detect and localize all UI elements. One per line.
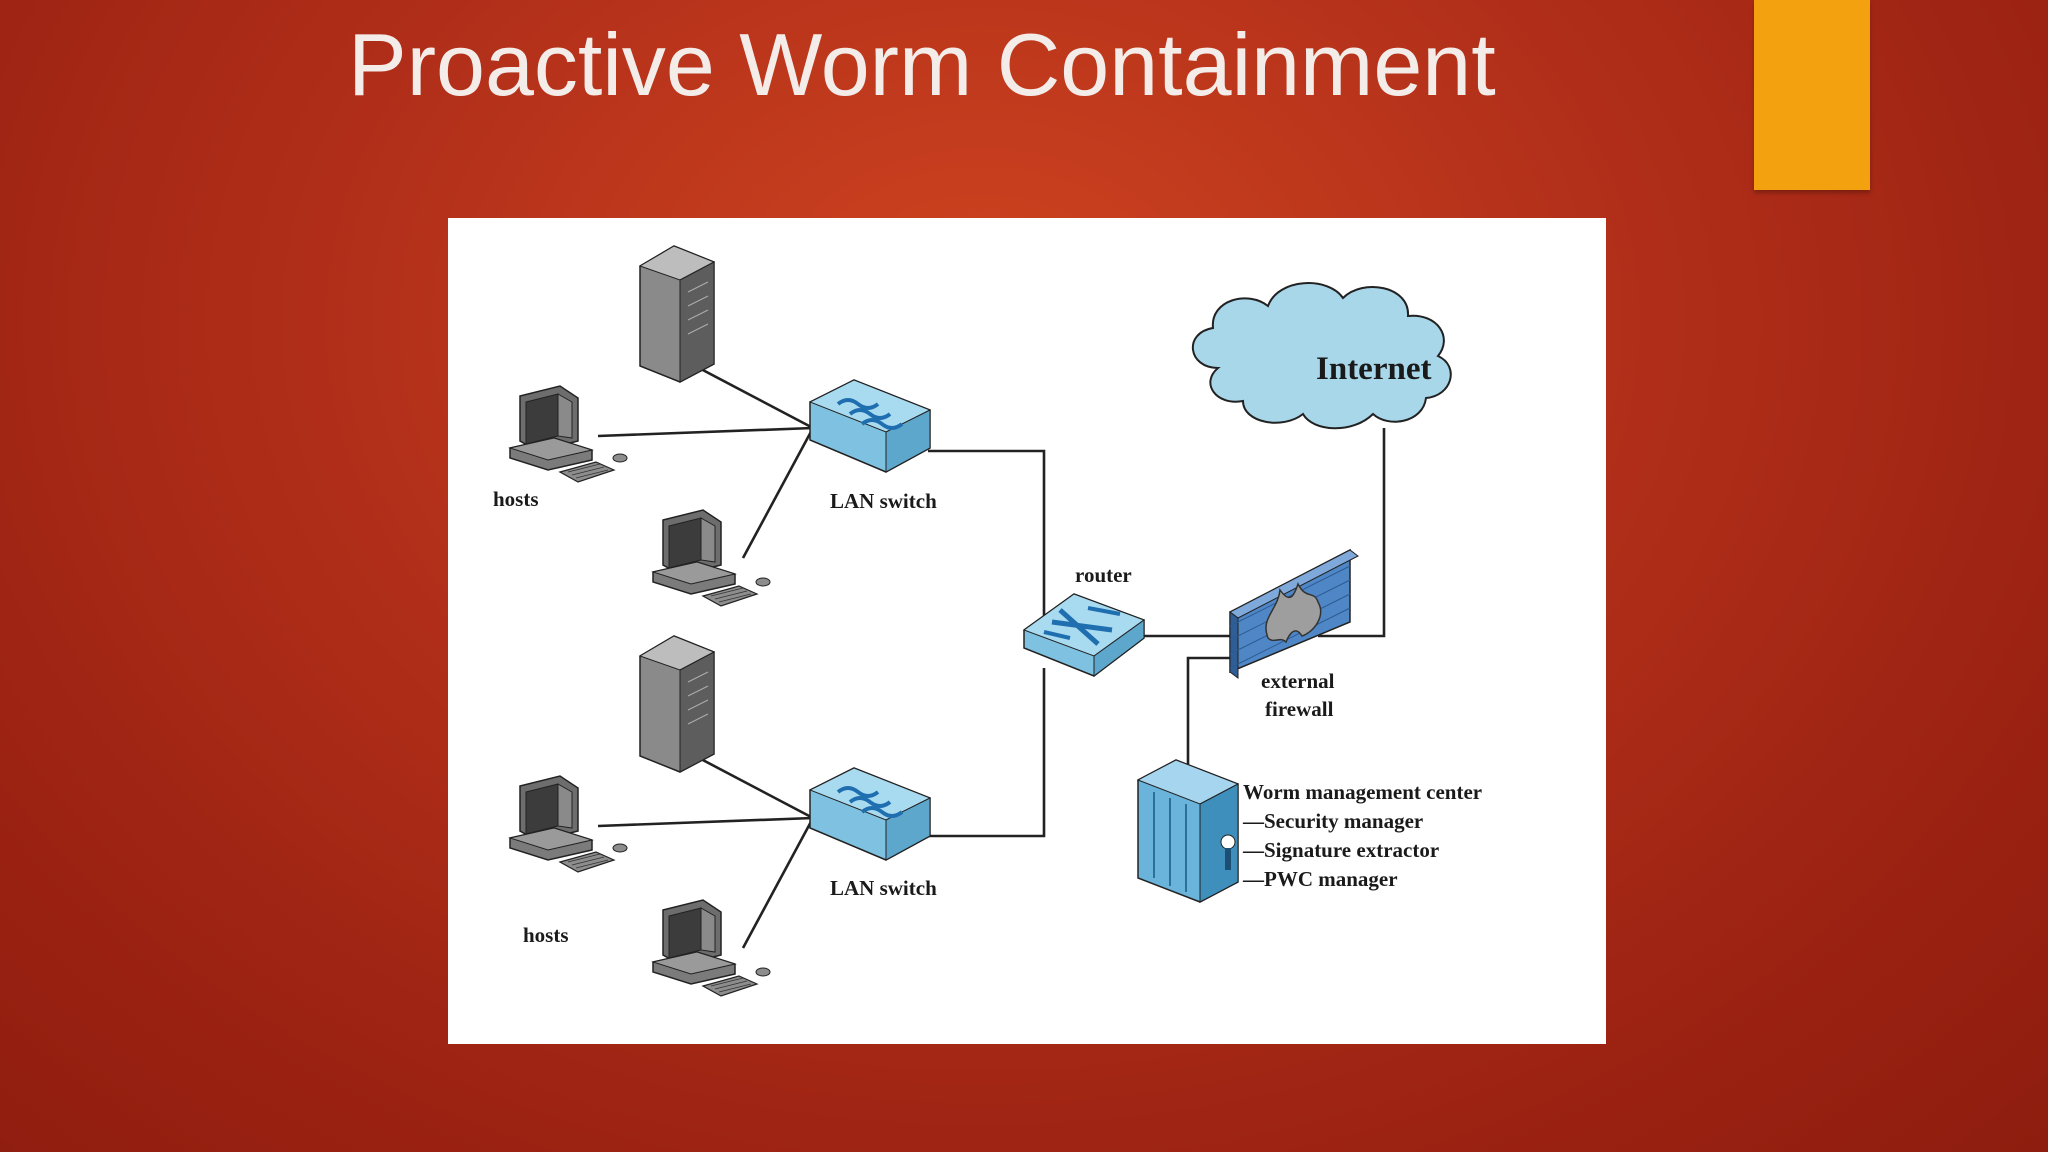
- hosts-label-top: hosts: [493, 487, 539, 511]
- wmc-item-pwc-manager: —PWC manager: [1243, 867, 1398, 891]
- connection-lines: [597, 356, 1386, 949]
- firewall-label-line1: external: [1261, 669, 1335, 693]
- internet-label: Internet: [1316, 351, 1432, 387]
- router-label: router: [1075, 563, 1132, 587]
- wmc-item-security-manager: —Security manager: [1243, 809, 1424, 833]
- diagram-canvas: [509, 245, 1452, 997]
- router-icon: [1022, 593, 1146, 678]
- firewall-icon: [1229, 548, 1359, 679]
- host-computer-icon: [509, 775, 628, 873]
- accent-tab: [1754, 0, 1870, 190]
- wmc-item-signature-extractor: —Signature extractor: [1243, 838, 1440, 862]
- host-computer-icon: [652, 509, 771, 607]
- lan-switch-label-bottom: LAN switch: [830, 876, 937, 900]
- server-icon-top: [639, 245, 715, 383]
- lan-switch-icon-top: [808, 378, 932, 474]
- slide-title: Proactive Worm Containment: [348, 15, 1496, 114]
- host-computer-icon: [509, 385, 628, 483]
- server-icon-bottom: [639, 635, 715, 773]
- network-diagram: Internet hosts LAN switch router externa…: [448, 218, 1606, 1044]
- internet-cloud-icon: [1192, 282, 1452, 430]
- host-computer-icon: [652, 899, 771, 997]
- wmc-title: Worm management center: [1243, 780, 1483, 804]
- worm-management-center-icon: [1136, 759, 1240, 903]
- firewall-label-line2: firewall: [1265, 697, 1334, 721]
- worm-management-center-label: Worm management center —Security manager…: [1243, 778, 1482, 894]
- lan-switch-icon-bottom: [808, 766, 932, 862]
- hosts-label-bottom: hosts: [523, 923, 569, 947]
- lan-switch-label-top: LAN switch: [830, 489, 937, 513]
